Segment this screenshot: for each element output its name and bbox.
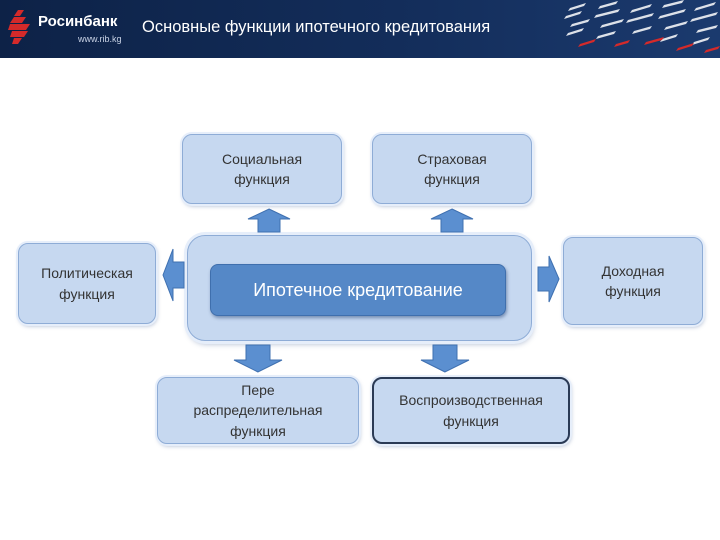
arrow-up-social-icon — [247, 208, 291, 233]
social-function-box: Социальная функция — [182, 134, 342, 204]
header-decoration-icon — [564, 0, 720, 53]
header-bar: Росинбанк www.rib.kg Основные функции ип… — [0, 0, 720, 58]
page-title: Основные функции ипотечного кредитования — [142, 18, 491, 36]
arrow-left-political-icon — [162, 248, 185, 302]
mortgage-lending-box: Ипотечное кредитование — [210, 264, 506, 316]
arrow-down-redistribution-icon — [233, 344, 283, 373]
insurance-function-box: Страховая функция — [372, 134, 532, 204]
reproduction-function-box: Воспроизводственная функция — [372, 377, 570, 444]
bank-logo-icon — [8, 10, 30, 44]
bank-website: www.rib.kg — [78, 34, 122, 44]
bank-logo: Росинбанк www.rib.kg — [8, 6, 138, 52]
arrow-up-insurance-icon — [430, 208, 474, 233]
bank-name: Росинбанк — [38, 13, 118, 30]
arrow-down-reproduction-icon — [420, 344, 470, 373]
arrow-right-income-icon — [537, 255, 560, 303]
income-function-box: Доходная функция — [563, 237, 703, 325]
political-function-box: Политическая функция — [18, 243, 156, 324]
redistribution-function-box: Пере распределительная функция — [157, 377, 359, 444]
